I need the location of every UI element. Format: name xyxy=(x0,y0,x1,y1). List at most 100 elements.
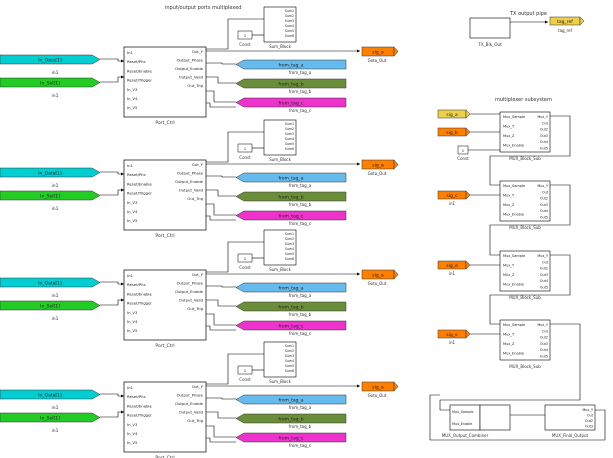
port-in-3-3: Reset/Trigger xyxy=(127,413,152,418)
mux-in-0-2: Mux_Z xyxy=(503,134,515,138)
in-sel-tag-3[interactable] xyxy=(0,412,101,423)
final-right-block[interactable] xyxy=(544,404,596,431)
from-tag-1-1[interactable] xyxy=(235,191,347,202)
in-data-caption-1: in1 xyxy=(52,183,59,189)
port-in-1-0: In1 xyxy=(127,163,134,168)
mux-out-3-1: Out xyxy=(542,329,549,333)
in-data-tag-2[interactable] xyxy=(0,277,101,288)
sum-block-0[interactable] xyxy=(263,6,297,43)
port-in-1-6: In_V5 xyxy=(127,218,138,223)
port-in-3-2: Reset/Enable xyxy=(127,403,152,408)
from-caption-2-0: from_tag_a xyxy=(289,293,312,298)
port-in-1-5: In_V4 xyxy=(127,209,138,214)
sum-port-0-1: Sum2 xyxy=(285,14,294,18)
const-caption-3: Const xyxy=(239,377,251,382)
mux-out-0-2: Out2 xyxy=(540,128,548,132)
in-data-tag-1[interactable] xyxy=(0,167,101,178)
signal-line xyxy=(206,189,236,197)
from-tag-3-2[interactable] xyxy=(235,432,347,443)
const-value-2: 1 xyxy=(244,256,247,261)
in-data-tag-3[interactable] xyxy=(0,389,101,400)
in-sel-tag-2[interactable] xyxy=(0,300,101,311)
from-caption-1-2: from_tag_c xyxy=(289,221,311,226)
arrow-head xyxy=(121,59,124,63)
annotation-right-mid: multiplexer subsystem xyxy=(495,97,552,103)
sum-port-2-5: Sum6 xyxy=(285,257,294,261)
port-out-0-2: Output_Enable xyxy=(175,66,204,71)
sum-port-1-2: Sum3 xyxy=(285,132,294,136)
port-block-name-2: Port_Ctrl xyxy=(155,343,174,349)
sum-port-1-0: Sum1 xyxy=(285,122,294,126)
mux-in-0-3: Mux_Enable xyxy=(503,144,524,148)
sum-port-1-1: Sum2 xyxy=(285,127,294,131)
port-in-0-5: In_V4 xyxy=(127,96,138,101)
in-sel-caption-1: in1 xyxy=(52,206,59,212)
in-data-tag-0[interactable] xyxy=(0,54,101,65)
goto-tag-3-tip xyxy=(393,381,399,392)
sum-port-2-0: Sum1 xyxy=(285,232,294,236)
signal-line xyxy=(100,189,124,196)
from-tag-0-2[interactable] xyxy=(235,97,347,108)
port-out-1-0: Out_Y xyxy=(192,162,204,167)
port-block-name-3: Port_Ctrl xyxy=(155,455,174,458)
in-sel-tag-0[interactable] xyxy=(0,77,101,88)
port-in-0-0: In1 xyxy=(127,50,134,55)
from-tag-1-2-label: from_tag_c xyxy=(279,213,304,219)
mux-block-1[interactable] xyxy=(499,180,551,222)
mux-block-name-0: MUX_Block_Sub xyxy=(509,156,541,161)
mux-out-2-5: Out5 xyxy=(540,286,548,290)
port-out-3-1: Output_Phase xyxy=(177,393,204,398)
mux-in-2-3: Mux_Enable xyxy=(503,283,524,287)
port-in-3-4: In_V3 xyxy=(127,422,138,427)
port-in-3-6: In_V5 xyxy=(127,440,138,445)
mux-in-1-0: Mux_Sample xyxy=(503,184,525,188)
mux-out-2-2: Out2 xyxy=(540,267,548,271)
sum-block-1[interactable] xyxy=(263,119,297,156)
mux-block-2[interactable] xyxy=(499,250,551,292)
right-in-tag-2-tip xyxy=(465,190,471,200)
in-data-tag-3-label: In_Data[1] xyxy=(38,392,62,398)
in-sel-caption-2: in1 xyxy=(52,316,59,322)
mux-out-1-5: Out5 xyxy=(540,216,548,220)
from-tag-2-0-label: from_tag_a xyxy=(278,285,303,291)
from-tag-1-0[interactable] xyxy=(235,172,347,183)
tx-block[interactable] xyxy=(469,17,511,39)
sum-port-3-4: Sum5 xyxy=(285,364,294,368)
mux-block-0[interactable] xyxy=(499,111,551,153)
from-caption-2-2: from_tag_c xyxy=(289,331,311,336)
port-block-2[interactable] xyxy=(123,269,207,341)
signal-line xyxy=(206,215,236,221)
in-data-caption-3: in1 xyxy=(52,405,59,411)
from-tag-3-0[interactable] xyxy=(235,394,347,405)
port-block-3[interactable] xyxy=(123,381,207,453)
final-left-block[interactable] xyxy=(449,404,481,431)
right-in-caption-3: in1 xyxy=(449,271,456,276)
port-in-2-3: Reset/Trigger xyxy=(127,301,152,306)
port-block-1[interactable] xyxy=(123,159,207,231)
port-in-2-0: In1 xyxy=(127,273,134,278)
mux-block-3[interactable] xyxy=(499,319,551,361)
mux-in-2-0: Mux_Sample xyxy=(503,254,525,258)
final-mid-block[interactable] xyxy=(479,404,511,431)
signal-line xyxy=(206,397,236,400)
from-tag-2-1[interactable] xyxy=(235,301,347,312)
goto-tag-2-label: sig_a xyxy=(372,272,384,278)
mux-in-3-2: Mux_Z xyxy=(503,342,515,346)
from-tag-1-2[interactable] xyxy=(235,210,347,221)
const-value-3: 1 xyxy=(244,368,247,373)
from-tag-0-0[interactable] xyxy=(235,59,347,70)
port-block-0[interactable] xyxy=(123,46,207,118)
sum-block-3[interactable] xyxy=(263,341,297,378)
signal-line xyxy=(206,62,236,65)
from-tag-2-2[interactable] xyxy=(235,320,347,331)
from-tag-0-1[interactable] xyxy=(235,78,347,89)
from-tag-3-1[interactable] xyxy=(235,413,347,424)
right-in-tag-0-label: sig_a xyxy=(446,112,458,118)
in-sel-tag-1[interactable] xyxy=(0,190,101,201)
port-out-3-4: Out_Trig xyxy=(187,418,203,423)
port-out-2-1: Output_Phase xyxy=(177,281,204,286)
arrow-head xyxy=(357,49,360,53)
mux-in-1-1: Mux_Y xyxy=(503,194,515,198)
from-tag-2-0[interactable] xyxy=(235,282,347,293)
sum-block-2[interactable] xyxy=(263,229,297,266)
